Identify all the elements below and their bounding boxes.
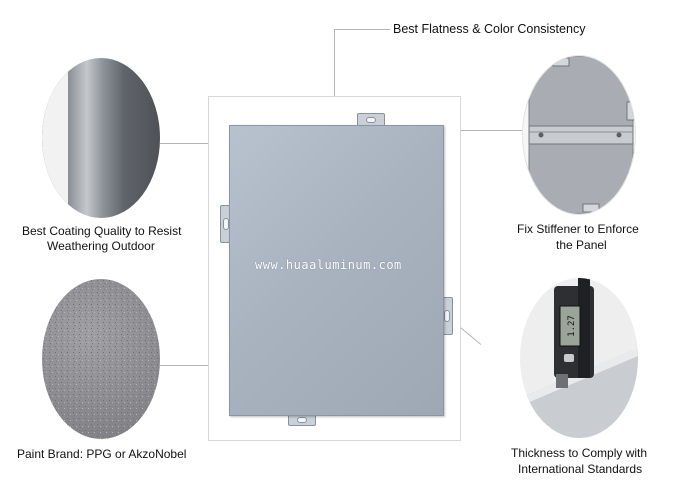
paint-grain-texture (42, 279, 160, 439)
label-stiffener-line2: the Panel (556, 238, 607, 252)
mounting-tab-right (441, 297, 453, 335)
coating-detail-circle (42, 58, 160, 218)
label-thickness-line1: Thickness to Comply with (511, 446, 648, 460)
aluminum-panel (229, 125, 444, 416)
mounting-tab-top (357, 113, 385, 127)
leader-flatness-horizontal (334, 29, 390, 30)
label-stiffener-line1: Fix Stiffener to Enforce (517, 222, 639, 236)
label-coating-line2: Weathering Outdoor (47, 239, 155, 253)
label-flatness: Best Flatness & Color Consistency (393, 22, 586, 36)
leader-coating (160, 143, 232, 144)
leader-stiffener (440, 130, 522, 131)
thickness-detail-circle: 1.27 (520, 278, 638, 438)
watermark-text: www.huaaluminum.com (255, 258, 402, 272)
label-thickness-line2: International Standards (518, 462, 643, 476)
paint-texture-circle (42, 279, 160, 439)
mounting-tab-bottom (288, 413, 316, 426)
stiffener-detail-circle (522, 55, 636, 215)
label-paint: Paint Brand: PPG or AkzoNobel (17, 447, 187, 461)
caliper-illustration: 1.27 (520, 278, 638, 438)
stiffener-illustration (528, 56, 635, 214)
caliper-reading: 1.27 (567, 315, 577, 337)
label-coating-line1: Best Coating Quality to Resist (22, 224, 182, 238)
